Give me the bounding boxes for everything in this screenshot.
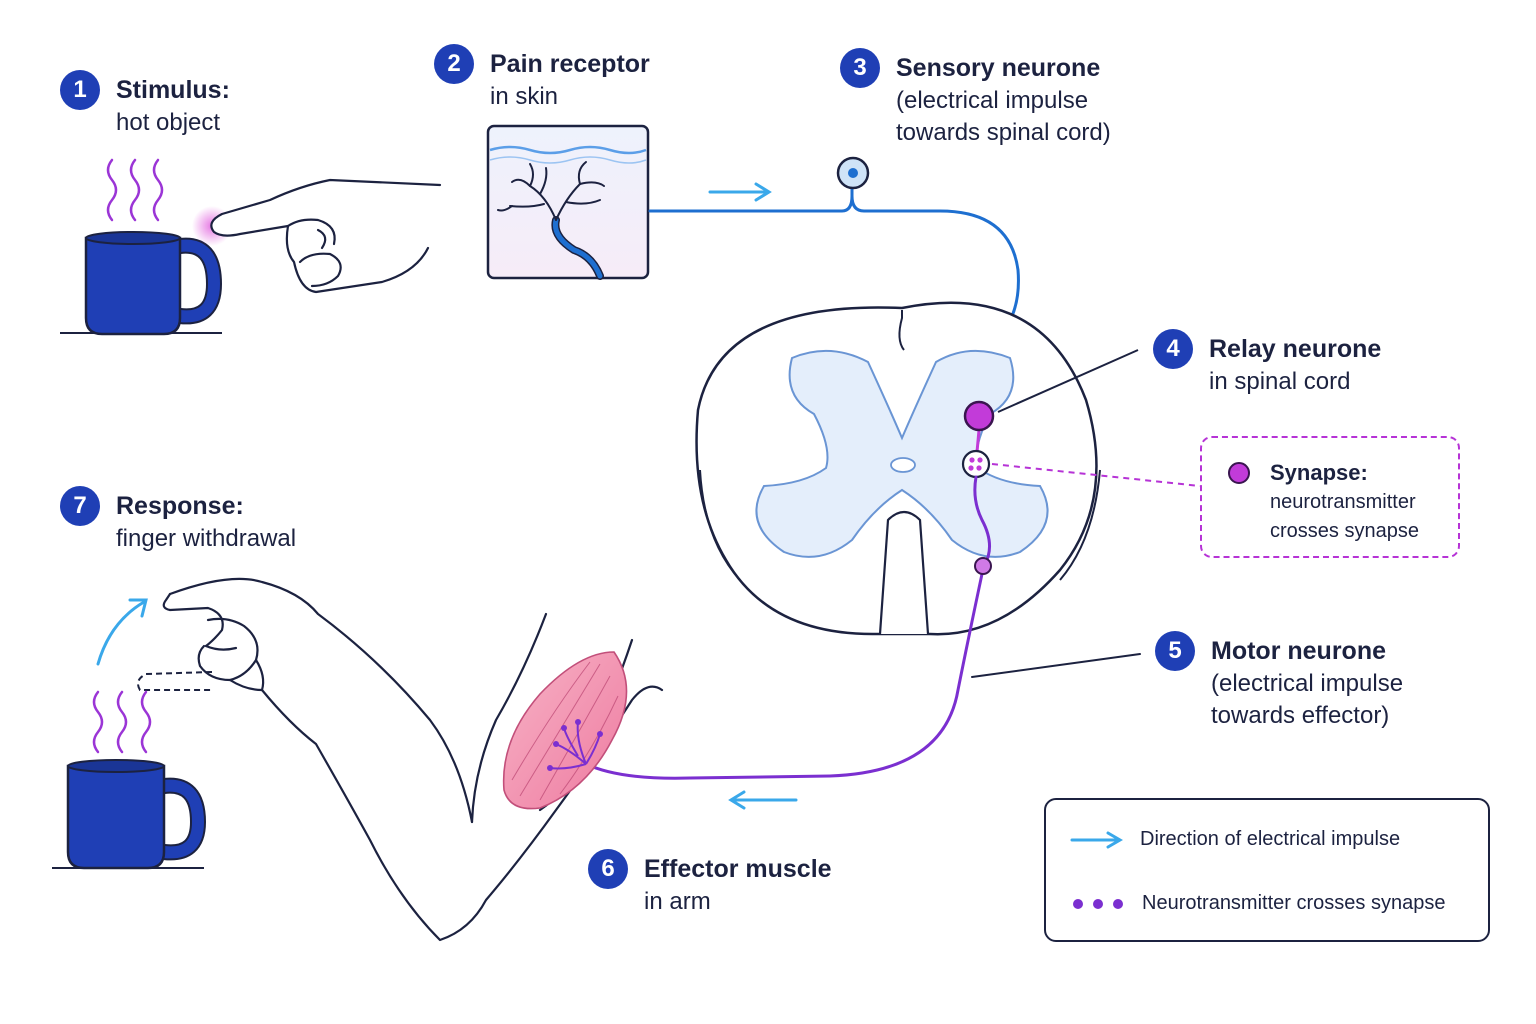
hand-icon	[210, 178, 442, 294]
synapse-title: Synapse:	[1270, 460, 1368, 485]
dots-icon	[1073, 898, 1123, 909]
step-line: towards spinal cord)	[896, 119, 1111, 146]
step-title: Sensory neurone	[896, 54, 1101, 82]
synapse-dot-icon	[1228, 462, 1250, 484]
step-badge: 2	[434, 44, 474, 84]
arrow-icon	[1070, 831, 1123, 848]
step-title: Relay neurone	[1209, 335, 1382, 363]
steam-icon-bottom	[92, 690, 152, 754]
step-badge: 5	[1155, 631, 1195, 671]
mug-icon	[60, 231, 223, 336]
dashed-finger-outline	[137, 671, 213, 691]
motor-neurone	[584, 475, 1141, 780]
step-title: Motor neurone	[1211, 637, 1386, 665]
step-badge: 7	[60, 486, 100, 526]
withdrawal-arrow	[96, 598, 148, 666]
step-title: Response:	[116, 492, 244, 520]
step-line: finger withdrawal	[116, 525, 297, 552]
synapse-line: neurotransmitter	[1270, 491, 1416, 513]
legend-label: Direction of electrical impulse	[1140, 828, 1401, 850]
synapse-line: crosses synapse	[1270, 520, 1419, 542]
legend-item-neurotransmitter: Neurotransmitter crosses synapse	[1070, 892, 1445, 915]
step-badge: 1	[60, 70, 100, 110]
synapse-marker	[961, 449, 1201, 487]
step-badge: 3	[840, 48, 880, 88]
step-title: Effector muscle	[644, 855, 832, 883]
legend-item-impulse: Direction of electrical impulse	[1070, 828, 1400, 851]
step-line: in spinal cord	[1209, 368, 1351, 395]
step-line: (electrical impulse	[896, 87, 1089, 114]
mug-icon-bottom	[52, 759, 207, 870]
relay-neurone	[963, 349, 1139, 453]
step-line: in skin	[490, 83, 559, 110]
step-line: towards effector)	[1211, 702, 1390, 729]
steam-icon	[106, 158, 164, 222]
step-line: hot object	[116, 109, 221, 136]
step-badge: 6	[588, 849, 628, 889]
muscle-icon	[502, 651, 628, 810]
legend-label: Neurotransmitter crosses synapse	[1142, 892, 1446, 914]
step-badge: 4	[1153, 329, 1193, 369]
impulse-arrow-top	[708, 182, 772, 202]
synapse-callout: Synapse: neurotransmitter crosses synaps…	[1200, 436, 1460, 558]
legend: Direction of electrical impulse Neurotra…	[1044, 798, 1490, 942]
step-title: Pain receptor	[490, 50, 650, 78]
impulse-arrow-bottom	[728, 790, 798, 810]
sensory-cell-body	[836, 156, 870, 190]
step-line: in arm	[644, 888, 711, 915]
step-line: (electrical impulse	[1211, 670, 1404, 697]
step-title: Stimulus:	[116, 76, 230, 104]
skin-receptor-icon	[486, 124, 650, 280]
